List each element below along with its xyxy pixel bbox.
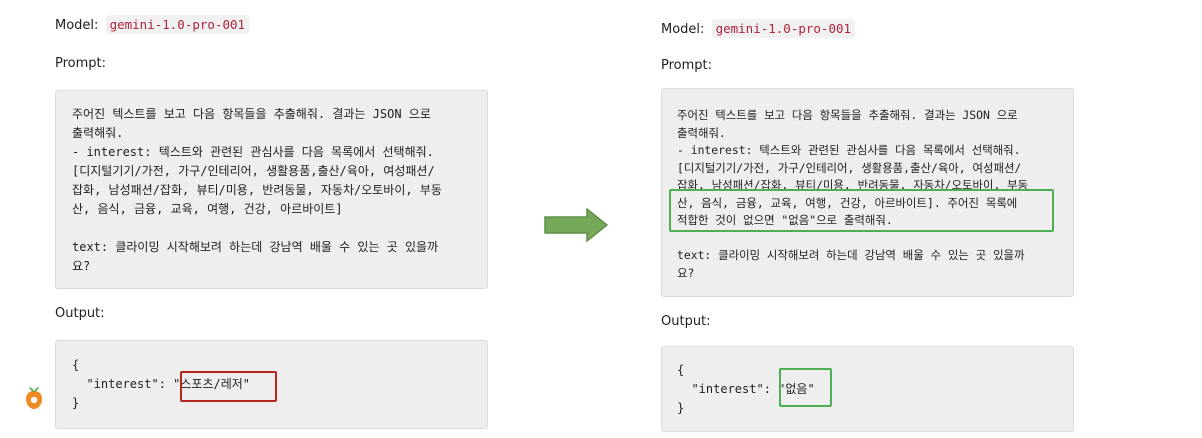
prompt-line: 출력해줘. bbox=[677, 125, 726, 140]
output-text-before: { "interest": "스포츠/레저"} bbox=[72, 356, 250, 413]
model-label: Model: bbox=[661, 22, 705, 37]
model-name-chip: gemini-1.0-pro-001 bbox=[105, 15, 250, 34]
prompt-line: 산, 음식, 금융, 교육, 여행, 건강, 아르바이트] bbox=[72, 202, 343, 216]
output-line: "interest": "스포츠/레저" bbox=[72, 377, 251, 391]
output-line: } bbox=[72, 396, 80, 410]
prompt-line: 요? bbox=[677, 265, 695, 280]
right-arrow-icon bbox=[544, 207, 609, 243]
output-value-highlight-before bbox=[180, 371, 277, 402]
prompt-line: - interest: 텍스트와 관련된 관심사를 다음 목록에서 선택해줘. bbox=[72, 145, 434, 159]
prompt-line: 주어진 텍스트를 보고 다음 항목들을 추출해줘. 결과는 JSON 으로 bbox=[677, 108, 1018, 122]
output-line: { bbox=[72, 358, 80, 372]
prompt-line: 주어진 텍스트를 보고 다음 항목들을 추출해줘. 결과는 JSON 으로 bbox=[72, 107, 431, 121]
output-value-highlight-after bbox=[779, 368, 832, 407]
prompt-label: Prompt: bbox=[55, 56, 107, 71]
prompt-line: 잡화, 남성패션/잡화, 뷰티/미용, 반려동물, 자동차/오토바이, 부동 bbox=[677, 178, 1029, 192]
output-line: "interest": "없음" bbox=[677, 382, 815, 396]
output-label: Output: bbox=[661, 314, 711, 329]
added-instruction-highlight bbox=[669, 189, 1054, 232]
output-label: Output: bbox=[55, 306, 105, 321]
output-line: } bbox=[677, 401, 685, 415]
prompt-line: [디지털기기/가전, 가구/인테리어, 생활용품,출산/육아, 여성패션/ bbox=[677, 160, 1022, 175]
output-text-after: { "interest": "없음"} bbox=[677, 361, 815, 418]
prompt-line: text: 클라이밍 시작해보려 하는데 강남역 배울 수 있는 곳 있을까 bbox=[72, 240, 439, 254]
output-box-before: { "interest": "스포츠/레저"} bbox=[55, 340, 488, 429]
prompt-line bbox=[677, 230, 1028, 248]
prompt-line: 적합한 것이 없으면 "없음"으로 출력해줘. bbox=[677, 213, 893, 227]
prompt-line bbox=[72, 219, 442, 238]
model-name-chip: gemini-1.0-pro-001 bbox=[711, 19, 856, 38]
prompt-line: 요? bbox=[72, 259, 91, 273]
prompt-line: [디지털기기/가전, 가구/인테리어, 생활용품,출산/육아, 여성패션/ bbox=[72, 164, 435, 178]
model-row-before: Model: gemini-1.0-pro-001 bbox=[55, 15, 250, 34]
output-line: { bbox=[677, 363, 685, 377]
carrot-logo-icon bbox=[26, 387, 42, 409]
output-box-after: { "interest": "없음"} bbox=[661, 346, 1074, 432]
prompt-line: text: 클라이밍 시작해보려 하는데 강남역 배울 수 있는 곳 있을까 bbox=[677, 248, 1025, 262]
prompt-line: 잡화, 남성패션/잡화, 뷰티/미용, 반려동물, 자동차/오토바이, 부동 bbox=[72, 183, 442, 197]
prompt-line: - interest: 텍스트와 관련된 관심사를 다음 목록에서 선택해줘. bbox=[677, 143, 1021, 157]
prompt-line: 출력해줘. bbox=[72, 126, 124, 140]
model-row-after: Model: gemini-1.0-pro-001 bbox=[661, 19, 856, 38]
prompt-label: Prompt: bbox=[661, 58, 713, 73]
prompt-line: 산, 음식, 금융, 교육, 여행, 건강, 아르바이트]. 주어진 목록에 bbox=[677, 195, 1018, 210]
model-label: Model: bbox=[55, 18, 99, 33]
